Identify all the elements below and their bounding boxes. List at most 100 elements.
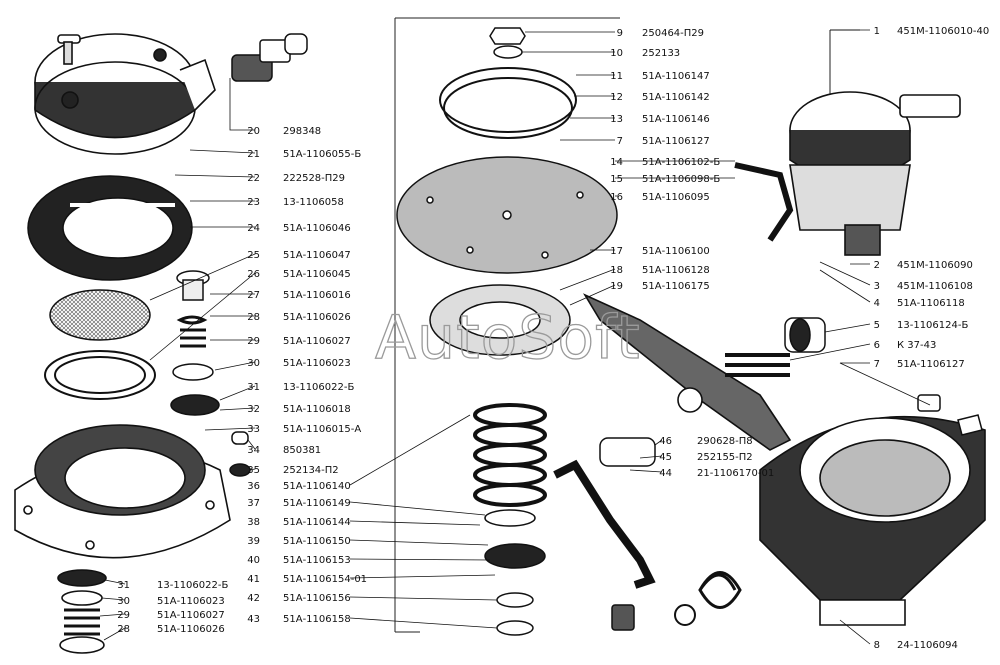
part-number: 6 <box>874 340 880 351</box>
part-code: 21-1106170-01 <box>697 468 774 479</box>
part-code: 51А-1106055-Б <box>283 149 361 160</box>
watermark-text: AutoSoft <box>375 303 641 373</box>
filter-screen-24 <box>49 289 151 341</box>
fitting-20 <box>231 33 308 82</box>
leader-line <box>819 269 871 303</box>
part-number: 43 <box>247 614 260 625</box>
plugs <box>599 394 983 631</box>
valve-stack-27-33 <box>170 270 251 477</box>
part-code: 51А-1106047 <box>283 250 351 261</box>
part-code: 451М-1106108 <box>897 281 973 292</box>
part-code: 51А-1106098-Б <box>642 174 720 185</box>
leader-line <box>249 468 256 471</box>
cover-20-21 <box>34 33 216 155</box>
part-number: 23 <box>247 197 260 208</box>
part-callout: 30 51А-1106023 <box>247 358 350 369</box>
leader-line <box>104 579 126 585</box>
part-code: 51А-1106149 <box>283 498 351 509</box>
part-code: 290628-П8 <box>697 436 753 447</box>
part-code: 51А-1106045 <box>283 269 351 280</box>
part-number: 36 <box>247 481 260 492</box>
part-code: 24-1106094 <box>897 640 958 651</box>
part-number: 2 <box>874 260 880 271</box>
leader-lines <box>99 29 931 645</box>
leader-line <box>349 596 498 601</box>
leader-line <box>219 407 256 411</box>
nut-washer-9-10 <box>489 27 526 59</box>
part-number: 28 <box>117 624 130 635</box>
part-number: 3 <box>874 281 880 292</box>
part-code: 51А-1106023 <box>157 596 225 607</box>
body-lower-left <box>14 424 231 559</box>
part-number: 25 <box>247 250 260 261</box>
part-code: 252133 <box>642 48 680 59</box>
part-code: 451М-1106010-40 <box>897 26 989 37</box>
part-number: 27 <box>247 290 260 301</box>
part-code: 51А-1106118 <box>897 298 965 309</box>
part-code: 51А-1106128 <box>642 265 710 276</box>
part-number: 32 <box>247 404 260 415</box>
part-callout: 25 51А-1106047 <box>247 250 350 261</box>
part-number: 7 <box>617 136 623 147</box>
leader-line <box>149 253 256 301</box>
part-number: 16 <box>610 192 623 203</box>
part-number: 14 <box>610 157 623 168</box>
part-code: 51А-1106026 <box>157 624 225 635</box>
part-code: 51А-1106147 <box>642 71 710 82</box>
part-number: 39 <box>247 536 260 547</box>
leader-line <box>819 261 871 286</box>
part-code: 13-1106022-Б <box>283 382 354 393</box>
leader-line <box>219 385 256 401</box>
part-code: 51А-1106175 <box>642 281 710 292</box>
part-number: 18 <box>610 265 623 276</box>
part-number: 26 <box>247 269 260 280</box>
part-number: 5 <box>874 320 880 331</box>
part-number: 30 <box>247 358 260 369</box>
part-number: 21 <box>247 149 260 160</box>
part-code: 250464-П29 <box>642 28 704 39</box>
part-number: 17 <box>610 246 623 257</box>
leader-line <box>174 174 256 178</box>
leader-line <box>214 361 256 371</box>
lower-stack-37-43 <box>484 509 546 636</box>
part-code: 51А-1106140 <box>283 481 351 492</box>
part-code: 51А-1106095 <box>642 192 710 203</box>
part-number: 38 <box>247 517 260 528</box>
part-code: 252134-П2 <box>283 465 339 476</box>
part-number: 20 <box>247 126 260 137</box>
part-code: 51А-1106023 <box>283 358 351 369</box>
part-code: 51А-1106026 <box>283 312 351 323</box>
part-number: 31 <box>117 580 130 591</box>
leader-line <box>349 617 498 629</box>
leader-line <box>99 613 126 617</box>
part-code: 51А-1106153 <box>283 555 351 566</box>
part-number: 37 <box>247 498 260 509</box>
leader-line <box>349 574 496 579</box>
leader-line <box>149 272 256 361</box>
part-number: 29 <box>247 336 260 347</box>
part-number: 42 <box>247 593 260 604</box>
part-number: 35 <box>247 465 260 476</box>
part-code: 850381 <box>283 445 321 456</box>
leader-line <box>629 469 663 473</box>
part-number: 28 <box>247 312 260 323</box>
lever-46 <box>582 293 792 451</box>
part-code: 51А-1106046 <box>283 223 351 234</box>
